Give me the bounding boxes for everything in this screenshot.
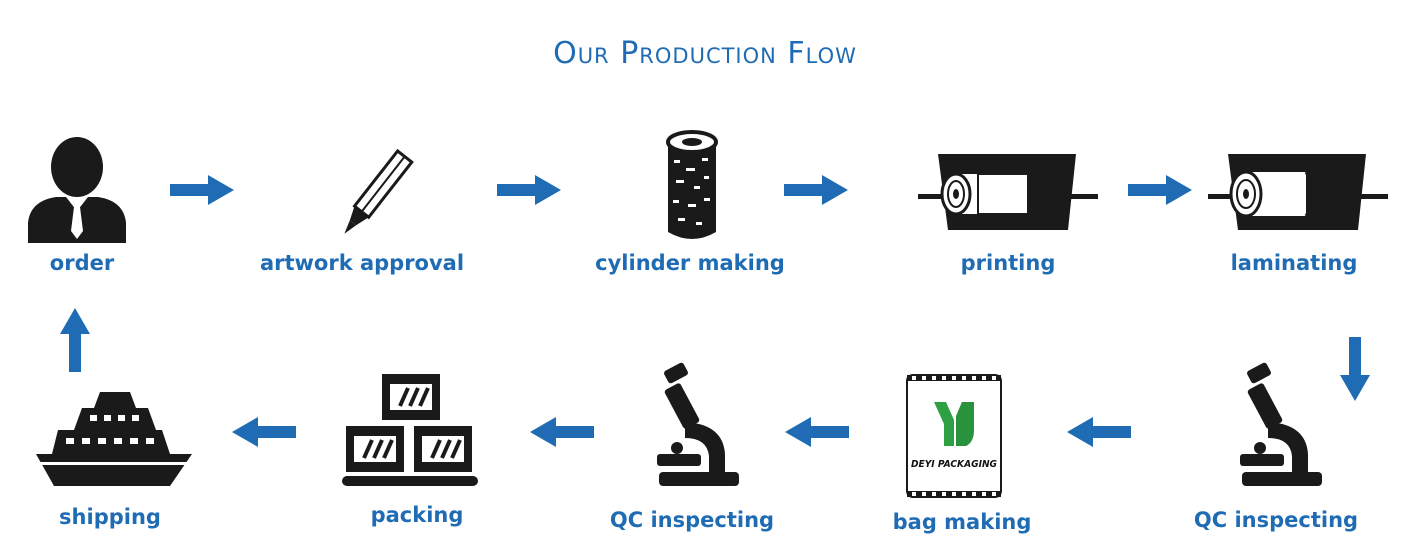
microscope-icon — [1240, 362, 1322, 486]
step-label-laminating: laminating — [1230, 251, 1358, 275]
arrow-left-icon — [530, 417, 594, 447]
step-label-order: order — [49, 251, 115, 275]
arrow-left-icon — [1067, 417, 1131, 447]
cylinder-icon — [666, 130, 718, 239]
arrow-right-icon — [1128, 175, 1192, 205]
step-label-artwork-approval: artwork approval — [259, 251, 465, 275]
boxes-icon — [342, 374, 478, 486]
laminating-roll-icon — [1208, 154, 1388, 230]
step-label-packing: packing — [370, 503, 464, 527]
step-label-qc-inspecting-2: QC inspecting — [609, 508, 775, 532]
arrow-right-icon — [497, 175, 561, 205]
arrow-right-icon — [784, 175, 848, 205]
ship-icon — [30, 392, 200, 486]
microscope-icon — [657, 362, 739, 486]
person-icon — [28, 137, 126, 243]
diagram-title: Our Production Flow — [553, 36, 857, 71]
step-label-shipping: shipping — [59, 505, 161, 529]
step-label-bag-making: bag making — [892, 510, 1032, 534]
pen-icon — [344, 148, 414, 234]
step-label-cylinder-making: cylinder making — [595, 251, 785, 275]
arrow-up-icon — [60, 308, 90, 372]
step-label-qc-inspecting-1: QC inspecting — [1193, 508, 1359, 532]
bag-icon: DEYI PACKAGING — [906, 374, 1002, 498]
printing-roll-icon — [918, 154, 1098, 230]
arrow-right-icon — [170, 175, 234, 205]
arrow-down-icon — [1340, 337, 1370, 401]
arrow-left-icon — [232, 417, 296, 447]
step-label-printing: printing — [960, 251, 1056, 275]
bag-brand-text: DEYI PACKAGING — [911, 459, 997, 470]
arrow-left-icon — [785, 417, 849, 447]
